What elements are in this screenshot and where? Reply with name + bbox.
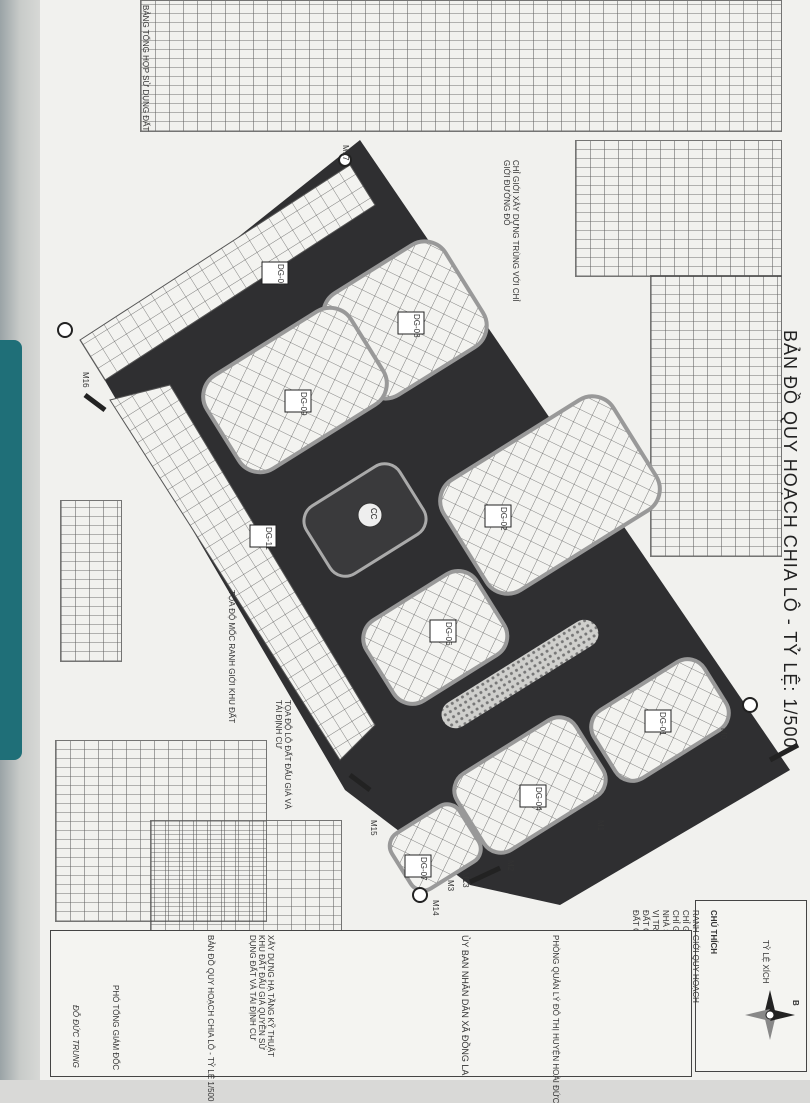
land-use-table-top	[140, 0, 782, 132]
label-cc: CC	[369, 508, 378, 520]
label-dg-07: DG-07	[419, 857, 428, 881]
north-arrow-icon	[745, 990, 795, 1040]
marker-m3: M3	[446, 880, 455, 892]
marker-m13: M13	[461, 872, 470, 888]
label-dg-06: DG-06	[444, 622, 453, 646]
project-name: BẢN ĐỒ QUY HOẠCH CHIA LÔ - TỶ LỆ 1/500	[206, 935, 215, 1102]
block-dg-02	[438, 394, 662, 596]
marker-m0: M0	[719, 728, 728, 740]
marker-m15: M15	[369, 820, 378, 836]
scale-label: TỶ LỆ XÍCH	[761, 940, 770, 984]
label-dg-08: DG-08	[276, 264, 285, 288]
label-dg-03: DG-03	[412, 314, 421, 338]
agency-sub: PHÒNG QUẢN LÝ ĐÔ THỊ HUYỆN HOÀI ĐỨC	[551, 935, 560, 1103]
label-dg-04: DG-04	[534, 787, 543, 811]
green-strip	[441, 619, 599, 729]
marker-m14: M14	[431, 900, 440, 916]
agency: ỦY BAN NHÂN DÂN XÃ ĐỒNG LA	[460, 935, 470, 1076]
marker-m1: M1	[596, 820, 605, 832]
note-boundary-coords: TỌA ĐỘ MỐC RANH GIỚI KHU ĐẤT	[227, 590, 236, 724]
note-red-line-top: CHỈ GIỚI XÂY DỰNG TRÙNG VỚI CHỈ GIỚI ĐƯỜ…	[502, 160, 520, 302]
note-lot-coords: TỌA ĐỘ LÔ ĐẤT ĐẤU GIÁ VÀ TÁI ĐỊNH CƯ	[274, 700, 292, 810]
project-sub: XÂY DỰNG HẠ TẦNG KỸ THUẬT KHU ĐẤT ĐẤU GI…	[248, 935, 275, 1057]
label-dg-09: DG-09	[299, 392, 308, 416]
label-dg-02: DG-02	[499, 507, 508, 531]
legend-item-1: RANH GIỚI QUY HOẠCH	[691, 910, 700, 1003]
signature-role: PHÓ TỔNG GIÁM ĐỐC	[111, 985, 120, 1071]
legend-title: CHÚ THÍCH	[709, 910, 718, 954]
legend-box	[695, 900, 807, 1072]
coordinate-table	[55, 740, 267, 922]
marker-m16: M16	[81, 372, 90, 388]
table-edge-teal	[0, 340, 22, 760]
marker-table	[60, 500, 122, 662]
signature-name: ĐỖ ĐỨC TRUNG	[71, 1005, 80, 1068]
land-use-table-right2	[650, 275, 782, 557]
title-block	[50, 930, 692, 1077]
marker-m17: M17	[341, 145, 350, 161]
land-use-table-right	[575, 140, 782, 277]
north-label: B	[791, 1000, 800, 1006]
label-dg-11: DG-11	[264, 527, 273, 550]
plan-drawing	[57, 140, 800, 905]
label-dg-01: DG-01	[658, 712, 667, 736]
marker-m2: M2	[506, 860, 515, 872]
